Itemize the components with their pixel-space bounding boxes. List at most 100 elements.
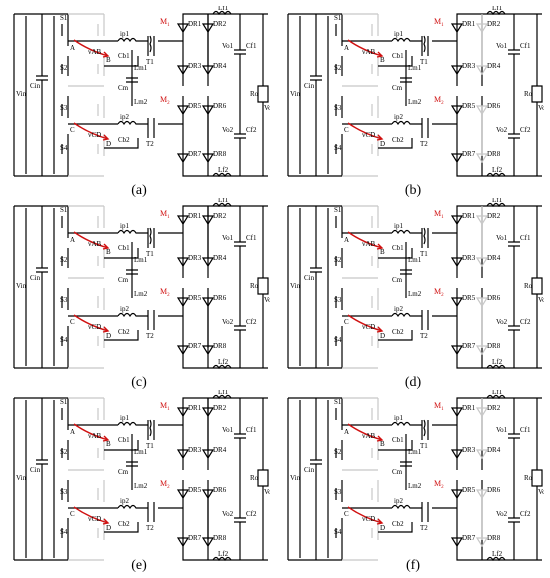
- node-d-label: D: [106, 524, 111, 532]
- s4-label: S4: [334, 144, 342, 152]
- m2-label: M2: [160, 479, 170, 490]
- dr7-label: DR7: [462, 534, 476, 542]
- ip2-label: ip2: [394, 113, 403, 121]
- dr7-label: DR7: [188, 342, 202, 350]
- s3-label: S3: [60, 296, 68, 304]
- vab-label: vAB: [88, 240, 102, 248]
- dr7-label: DR7: [188, 150, 202, 158]
- m1-label: M1: [434, 17, 444, 28]
- node-d-label: D: [380, 140, 385, 148]
- m2-label: M2: [434, 287, 444, 298]
- s3-label: S3: [334, 296, 342, 304]
- caption-b: (b): [404, 183, 422, 198]
- vo2-label: Vo2: [222, 510, 234, 518]
- t1-label: T1: [420, 58, 428, 66]
- s2-label: S2: [60, 256, 68, 264]
- cin-label: Cin: [30, 82, 41, 90]
- caption-f: (f): [406, 558, 420, 573]
- ip1-label: ip1: [120, 30, 129, 38]
- node-c-label: C: [70, 126, 75, 134]
- vab-label: vAB: [88, 432, 102, 440]
- m1-label: M1: [434, 209, 444, 220]
- node-c-label: C: [70, 510, 75, 518]
- vab-label: vAB: [362, 240, 376, 248]
- lm2-label: Lm2: [134, 482, 148, 490]
- dr5-label: DR5: [462, 486, 476, 494]
- t1-label: T1: [420, 442, 428, 450]
- vab-label: vAB: [362, 432, 376, 440]
- node-a-label: A: [70, 236, 75, 244]
- cf2-label: Cf2: [520, 126, 531, 134]
- dr7-label: DR7: [462, 150, 476, 158]
- dr3-label: DR3: [188, 254, 202, 262]
- dr8-label: DR8: [213, 534, 227, 542]
- dr3-label: DR3: [462, 254, 476, 262]
- dr2-label: DR2: [487, 20, 501, 28]
- cm-label: Cm: [118, 84, 129, 92]
- dr1-label: DR1: [188, 404, 202, 412]
- ip2-label: ip2: [394, 497, 403, 505]
- dr1-label: DR1: [462, 212, 476, 220]
- vin-label: Vin: [290, 474, 301, 482]
- t2-label: T2: [420, 524, 428, 532]
- node-c-label: C: [344, 318, 349, 326]
- dr1-label: DR1: [462, 20, 476, 28]
- cin-label: Cin: [304, 82, 315, 90]
- cb1-label: Cb1: [392, 52, 404, 60]
- dr2-label: DR2: [487, 404, 501, 412]
- dr1-label: DR1: [188, 20, 202, 28]
- vo-label: Vo: [538, 296, 544, 304]
- s2-label: S2: [334, 448, 342, 456]
- cb2-label: Cb2: [392, 136, 404, 144]
- cm-label: Cm: [392, 276, 403, 284]
- m2-label: M2: [434, 95, 444, 106]
- caption-c: (c): [131, 375, 147, 390]
- circuit-panel-c: M1 M2 S1 S2 S3 S4 A B C D Vin Cin vAB vC…: [8, 198, 270, 373]
- s1-label: S1: [334, 14, 342, 22]
- dr4-label: DR4: [213, 254, 227, 262]
- circuit-panel-d: M1 M2 S1 S2 S3 S4 A B C D Vin Cin vAB vC…: [282, 198, 544, 373]
- vcd-label: vCD: [362, 323, 375, 331]
- dr2-label: DR2: [213, 212, 227, 220]
- dr3-label: DR3: [462, 62, 476, 70]
- s4-label: S4: [60, 528, 68, 536]
- circuit-panel-f: M1 M2 S1 S2 S3 S4 A B C D Vin Cin vAB vC…: [282, 390, 544, 565]
- s4-label: S4: [334, 336, 342, 344]
- node-a-label: A: [70, 428, 75, 436]
- vin-label: Vin: [290, 282, 301, 290]
- ip1-label: ip1: [394, 222, 403, 230]
- dr2-label: DR2: [213, 404, 227, 412]
- caption-e: (e): [131, 558, 147, 573]
- dr6-label: DR6: [213, 486, 227, 494]
- dr7-label: DR7: [462, 342, 476, 350]
- m2-label: M2: [434, 479, 444, 490]
- vo2-label: Vo2: [222, 318, 234, 326]
- lm2-label: Lm2: [134, 290, 148, 298]
- lf1-label: Lf1: [492, 390, 503, 396]
- ro-label: Ro: [524, 90, 533, 98]
- vin-label: Vin: [290, 90, 301, 98]
- dr4-label: DR4: [487, 446, 501, 454]
- lf1-label: Lf1: [492, 6, 503, 12]
- vo1-label: Vo1: [222, 234, 234, 242]
- node-a-label: A: [344, 44, 349, 52]
- vo2-label: Vo2: [496, 510, 508, 518]
- node-b-label: B: [106, 56, 111, 64]
- dr5-label: DR5: [462, 294, 476, 302]
- vab-label: vAB: [88, 48, 102, 56]
- dr1-label: DR1: [188, 212, 202, 220]
- ip2-label: ip2: [120, 305, 129, 313]
- dr5-label: DR5: [188, 102, 202, 110]
- t1-label: T1: [146, 58, 154, 66]
- lf1-label: Lf1: [218, 6, 229, 12]
- vcd-label: vCD: [88, 323, 101, 331]
- dr4-label: DR4: [213, 446, 227, 454]
- lm1-label: Lm1: [408, 256, 422, 264]
- s2-label: S2: [60, 448, 68, 456]
- s3-label: S3: [334, 488, 342, 496]
- t1-label: T1: [146, 442, 154, 450]
- vo1-label: Vo1: [496, 234, 508, 242]
- lm2-label: Lm2: [408, 290, 422, 298]
- t1-label: T1: [420, 250, 428, 258]
- dr3-label: DR3: [462, 446, 476, 454]
